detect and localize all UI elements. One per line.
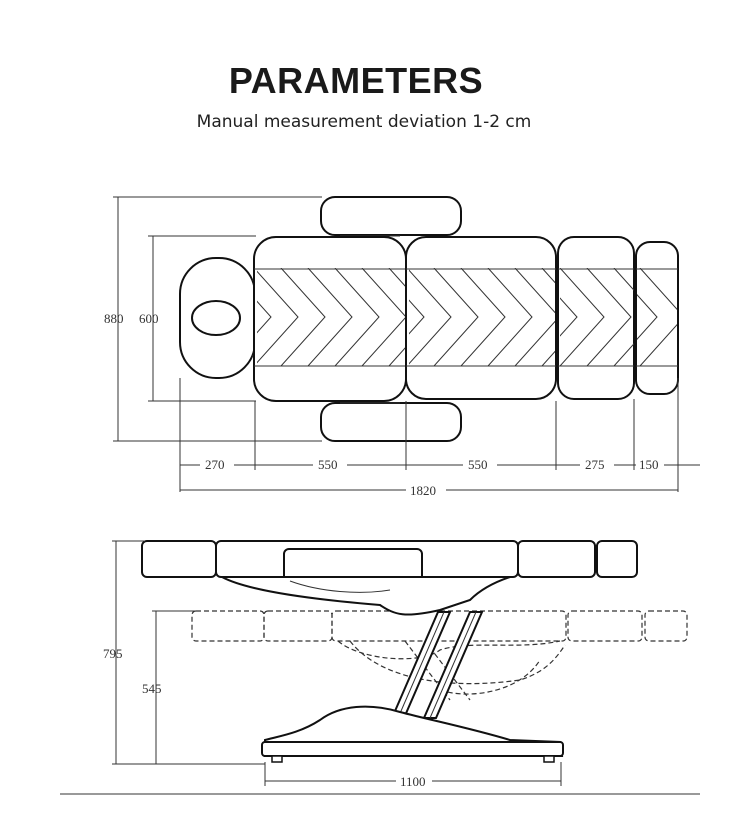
dimension-height-max: 795	[103, 540, 265, 765]
thigh-section	[557, 236, 635, 400]
dimension-label: 795	[103, 646, 123, 661]
page-title: PARAMETERS	[228, 60, 484, 101]
dimension-label: 275	[585, 457, 605, 472]
raised-position	[141, 540, 638, 616]
back-section	[253, 236, 407, 402]
armrest-top	[320, 196, 462, 236]
dimension-base-length: 1100	[264, 762, 562, 789]
chevron-pattern	[560, 268, 634, 366]
dimension-length-total: 1820	[180, 482, 678, 498]
chevron-pattern	[409, 268, 555, 366]
dimension-label: 550	[468, 457, 488, 472]
dimension-label: 1820	[410, 483, 436, 498]
top-view: 880 600 270 550 550 275 150	[104, 196, 700, 498]
base	[60, 705, 700, 795]
page-subtitle: Manual measurement deviation 1-2 cm	[196, 112, 532, 132]
dimension-label: 880	[104, 311, 124, 326]
dimension-segments: 270 550 550 275 150	[179, 378, 700, 492]
headrest	[179, 257, 258, 379]
dimension-label: 1100	[400, 774, 426, 789]
dimension-label: 550	[318, 457, 338, 472]
dimension-height-min: 545	[142, 610, 195, 764]
dimension-label: 600	[139, 311, 159, 326]
chevron-pattern	[257, 268, 405, 366]
side-view: 795 545 1100	[60, 540, 700, 795]
dimension-height-bed: 600	[139, 235, 256, 402]
dimension-label: 270	[205, 457, 225, 472]
seat-section	[405, 236, 557, 400]
lift-columns	[390, 611, 484, 719]
dimension-height-total: 880	[104, 196, 322, 442]
dimension-label: 150	[639, 457, 659, 472]
chevron-pattern	[637, 268, 677, 366]
dimension-label: 545	[142, 681, 162, 696]
armrest-bottom	[320, 402, 462, 442]
foot-section	[635, 241, 679, 395]
